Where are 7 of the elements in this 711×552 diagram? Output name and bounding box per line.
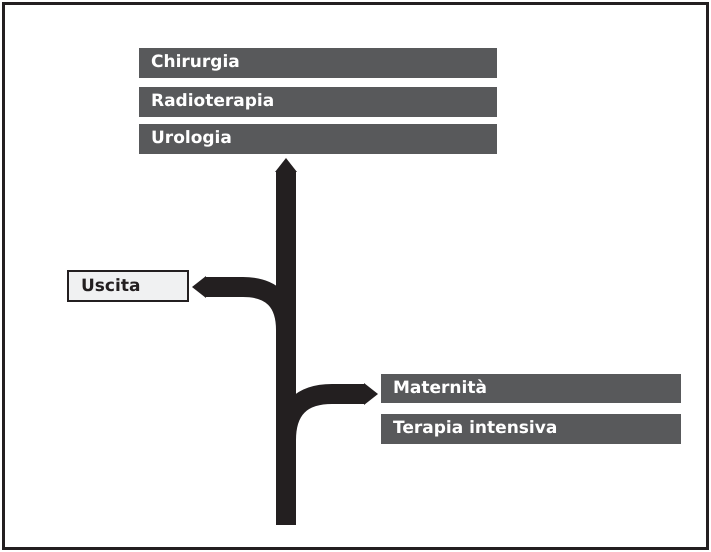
direction-sign: Terapia intensiva	[381, 414, 681, 444]
direction-arrow	[275, 158, 297, 525]
direction-sign: Radioterapia	[139, 87, 497, 117]
direction-sign: Maternità	[381, 374, 681, 403]
direction-sign: Uscita	[67, 270, 189, 302]
direction-sign: Urologia	[139, 124, 497, 154]
direction-sign: Chirurgia	[139, 48, 497, 78]
